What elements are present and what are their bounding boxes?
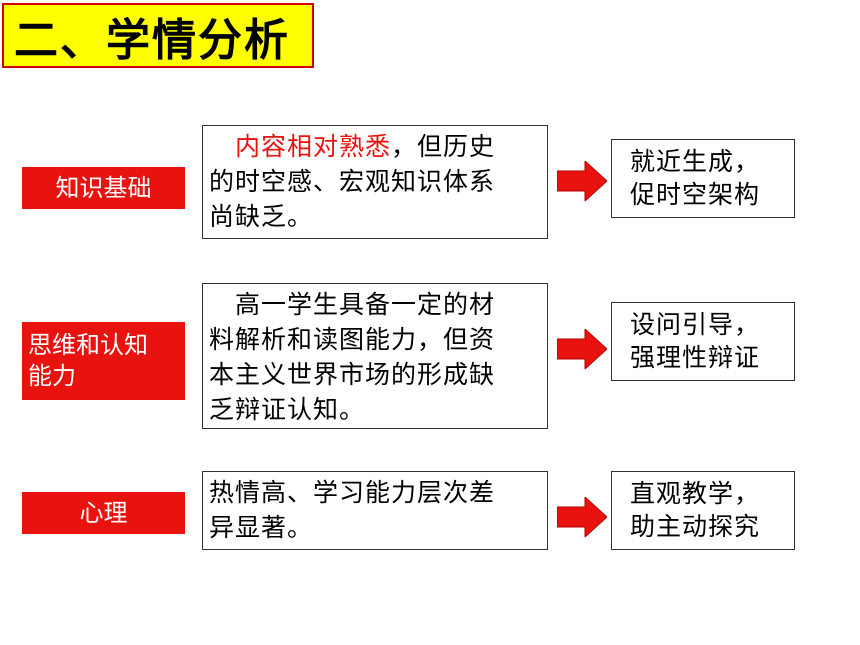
right-arrow-icon <box>557 329 607 369</box>
label-knowledge-basis: 知识基础 <box>22 167 185 209</box>
desc-line: 尚缺乏。 <box>209 202 314 231</box>
desc-line: 热情高、学习能力层次差 <box>209 478 496 507</box>
label-psychology: 心理 <box>22 492 185 534</box>
label-thinking-cognition: 思维和认知 能力 <box>22 322 185 400</box>
desc-knowledge-basis: 内容相对熟悉，但历史 的时空感、宏观知识体系 尚缺乏。 <box>202 125 548 239</box>
label-thinking-cognition-line: 思维和认知 <box>28 331 148 360</box>
desc-line: 高一学生具备一定的材 <box>209 287 541 322</box>
desc-line: 内容相对熟悉，但历史 <box>209 129 541 164</box>
desc-line-rest: ，但历史 <box>391 132 496 161</box>
desc-line: 料解析和读图能力，但资 <box>209 325 496 354</box>
desc-line: 本主义世界市场的形成缺 <box>209 360 496 389</box>
right-arrow-icon <box>557 497 607 537</box>
desc-line-text: 高一学生具备一定的材 <box>235 290 496 319</box>
desc-highlight-text: 内容相对熟悉 <box>235 132 392 161</box>
result-line: 强理性辩证 <box>630 343 761 372</box>
page-title-text: 二、学情分析 <box>14 14 290 66</box>
result-knowledge-basis: 就近生成， 促时空架构 <box>611 139 795 218</box>
result-line: 助主动探究 <box>630 512 761 541</box>
result-line: 设问引导， <box>630 310 761 339</box>
label-thinking-cognition-line: 能力 <box>28 362 76 390</box>
result-line: 就近生成， <box>630 147 761 176</box>
result-thinking-cognition: 设问引导， 强理性辩证 <box>611 302 795 381</box>
label-knowledge-basis-text: 知识基础 <box>55 173 152 202</box>
result-line: 直观教学， <box>630 479 761 508</box>
result-line: 促时空架构 <box>630 180 761 209</box>
desc-line: 乏辩证认知。 <box>209 395 366 424</box>
desc-psychology: 热情高、学习能力层次差 异显著。 <box>202 471 548 550</box>
page-title: 二、学情分析 <box>2 3 314 68</box>
right-arrow-icon <box>557 161 607 201</box>
desc-line: 的时空感、宏观知识体系 <box>209 167 496 196</box>
desc-line: 异显著。 <box>209 513 314 542</box>
result-psychology: 直观教学， 助主动探究 <box>611 471 795 550</box>
label-psychology-text: 心理 <box>79 498 128 527</box>
desc-thinking-cognition: 高一学生具备一定的材 料解析和读图能力，但资 本主义世界市场的形成缺 乏辩证认知… <box>202 283 548 429</box>
